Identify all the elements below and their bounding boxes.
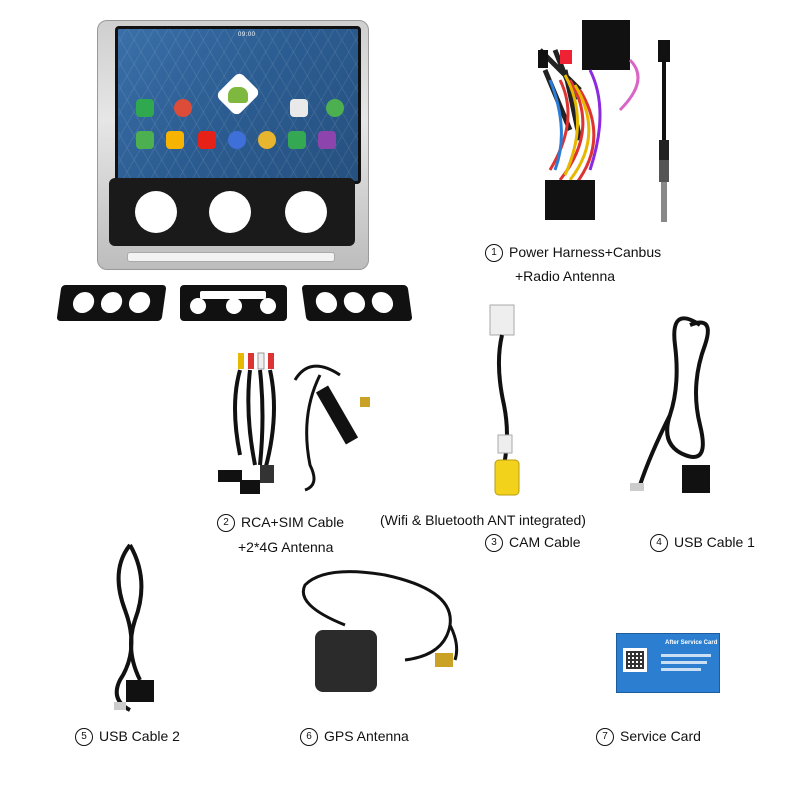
caption-power-harness-line2: +Radio Antenna xyxy=(515,268,616,284)
google-plus-app-icon xyxy=(174,99,192,117)
gps-antenna-image xyxy=(302,570,459,692)
phone-app-icon xyxy=(326,99,344,117)
caption-rca-sim: 2 RCA+SIM Cable xyxy=(217,514,345,533)
bottom-slot xyxy=(127,252,335,262)
caption-text: Power Harness+Canbus xyxy=(509,244,662,260)
caption-number: 7 xyxy=(596,728,614,747)
frame-hole xyxy=(370,292,395,313)
climate-frame-2 xyxy=(180,285,287,321)
caption-number: 2 xyxy=(217,514,235,533)
climate-control-panel xyxy=(109,178,355,246)
caption-number: 4 xyxy=(650,534,668,553)
caption-rca-sim-line2: +2*4G Antenna xyxy=(238,539,334,555)
climate-knob-left xyxy=(135,191,177,233)
frame-hole xyxy=(190,298,206,314)
rca-sim-cable-image xyxy=(218,352,370,494)
usb-cable-1-image xyxy=(630,316,710,493)
frame-hole xyxy=(71,292,96,313)
climate-frame-3 xyxy=(301,285,413,321)
card-text-line xyxy=(661,668,701,671)
navigation-app-icon xyxy=(136,99,154,117)
apps-drawer-icon xyxy=(228,131,246,149)
android-robot-icon xyxy=(228,87,248,103)
frame-hole xyxy=(99,292,124,313)
radio-antenna-adapter-image xyxy=(658,40,670,222)
frame-hole xyxy=(260,298,276,314)
power-harness-image xyxy=(538,20,640,220)
caption-cam-cable: 3 CAM Cable xyxy=(485,534,581,553)
card-text-line xyxy=(661,654,711,657)
caption-text: USB Cable 1 xyxy=(674,534,755,550)
caption-number: 6 xyxy=(300,728,318,747)
frame-hole xyxy=(127,292,152,313)
cam-cable-image xyxy=(489,304,520,496)
caption-number: 1 xyxy=(485,244,503,263)
status-time: 09:00 xyxy=(238,32,256,38)
frame-hole xyxy=(342,292,367,313)
frame-hole xyxy=(226,298,242,314)
qr-code-icon xyxy=(623,648,647,672)
card-text-line xyxy=(661,661,707,664)
caption-number: 5 xyxy=(75,728,93,747)
caption-service-card: 7 Service Card xyxy=(596,728,701,747)
photos-app-icon xyxy=(166,131,184,149)
settings-app-icon xyxy=(318,131,336,149)
caption-text: RCA+SIM Cable xyxy=(241,514,345,530)
climate-frame-1 xyxy=(56,285,167,321)
play-store-app-icon xyxy=(288,131,306,149)
head-unit-screen: 09:00 xyxy=(115,26,361,184)
caption-text: CAM Cable xyxy=(509,534,581,550)
usb-cable-2-image xyxy=(114,543,154,712)
climate-knob-center xyxy=(209,191,251,233)
service-card-image: After Service Card xyxy=(616,633,720,693)
service-card-title: After Service Card xyxy=(665,640,718,646)
caption-gps-antenna: 6 GPS Antenna xyxy=(300,728,409,747)
head-unit-image: 09:00 xyxy=(97,20,369,270)
caption-power-harness: 1 Power Harness+Canbus xyxy=(485,244,662,263)
caption-number: 3 xyxy=(485,534,503,553)
caption-text: USB Cable 2 xyxy=(99,728,180,744)
frame-hole xyxy=(314,292,339,313)
youtube-app-icon xyxy=(198,131,216,149)
caption-usb-cable-2: 5 USB Cable 2 xyxy=(75,728,180,747)
caption-text: GPS Antenna xyxy=(324,728,409,744)
gmail-app-icon xyxy=(290,99,308,117)
caption-text: Service Card xyxy=(620,728,701,744)
maps-app-icon xyxy=(136,131,154,149)
chrome-app-icon xyxy=(258,131,276,149)
caption-usb-cable-1: 4 USB Cable 1 xyxy=(650,534,755,553)
climate-knob-right xyxy=(285,191,327,233)
wifi-bluetooth-note: (Wifi & Bluetooth ANT integrated) xyxy=(380,512,586,528)
frame-slot xyxy=(200,291,266,299)
